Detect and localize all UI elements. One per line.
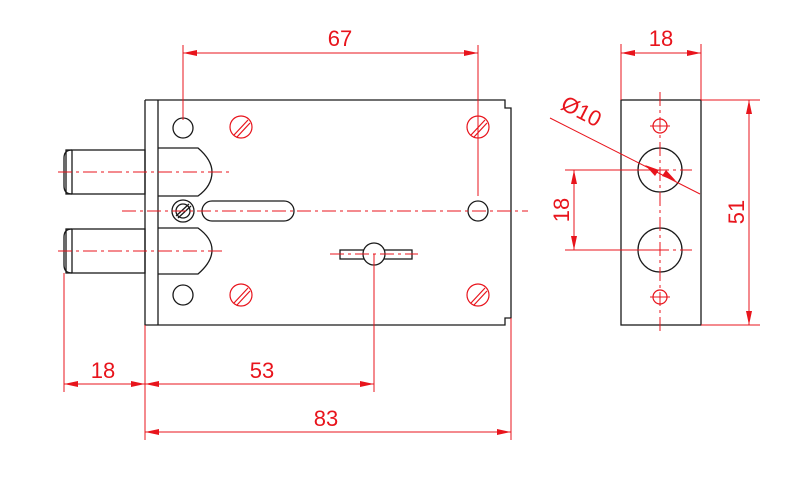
lower-bolt	[58, 227, 222, 275]
dimension-bolt-length: 18	[63, 273, 146, 440]
dimension-hole-spacing: 18	[549, 169, 660, 251]
dimension-label-side-height: 51	[724, 200, 749, 224]
dimension-label-hole-spacing: 18	[549, 198, 574, 222]
mounting-hole-bottom-left	[172, 284, 194, 306]
dimension-label-bolt-length: 18	[91, 358, 115, 383]
front-view	[58, 99, 528, 326]
dimension-label-keyhole-offset: 53	[250, 358, 274, 383]
dimension-body-length: 83	[145, 318, 512, 440]
dimension-label-side-width: 18	[649, 26, 673, 51]
dimension-label-body-length: 83	[314, 406, 338, 431]
dimension-side-width: 18	[620, 26, 702, 100]
screw-bottom-middle	[229, 283, 253, 307]
mounting-hole-top-left	[172, 117, 194, 139]
screw-bottom-right	[466, 283, 490, 307]
side-view	[620, 92, 702, 332]
dimension-side-height: 51	[701, 99, 760, 326]
screw-top-middle	[229, 115, 253, 139]
dimension-67: 67	[182, 26, 479, 196]
dimension-label-67: 67	[328, 26, 352, 51]
dimension-keyhole-offset: 53	[145, 254, 375, 392]
upper-bolt	[58, 147, 232, 197]
lock-body	[144, 99, 512, 326]
